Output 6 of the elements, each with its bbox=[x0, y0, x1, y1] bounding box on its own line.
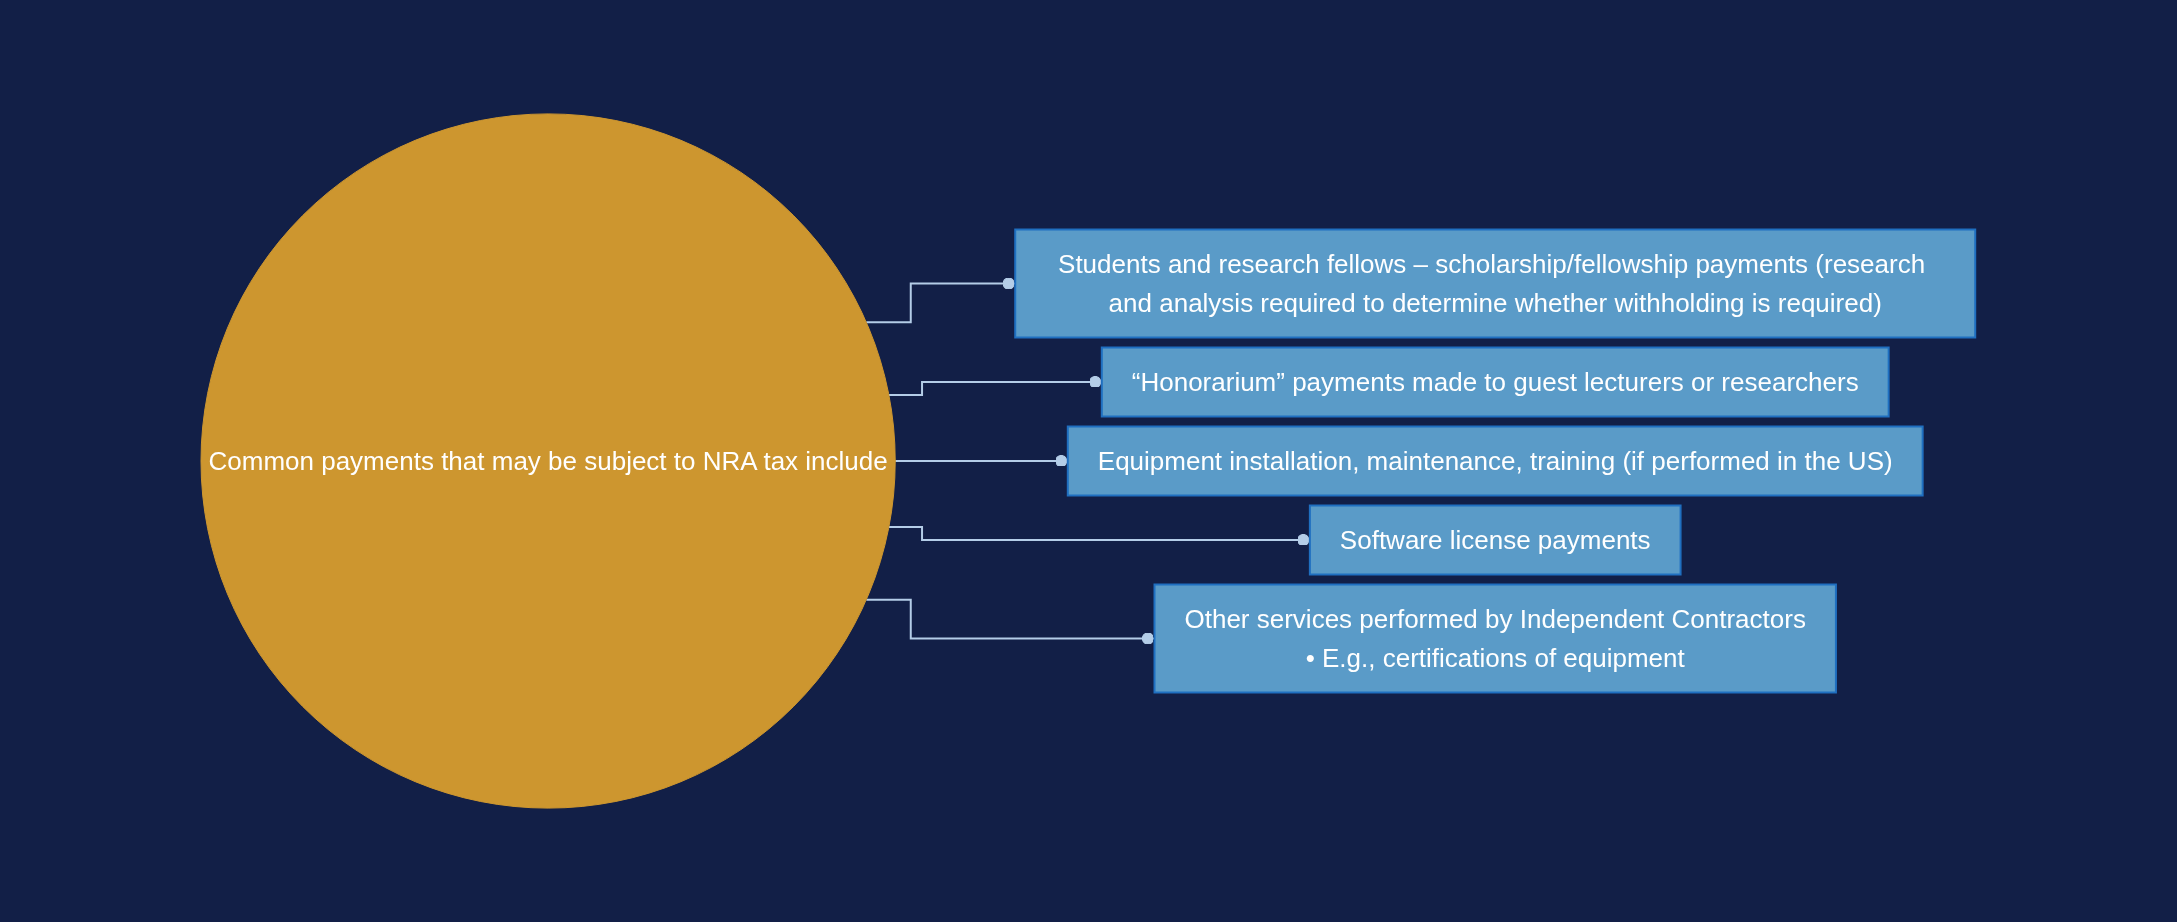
node-box: Software license payments bbox=[1309, 504, 1682, 576]
node-box: Students and research fellows – scholarship/fellowship payments (research and analysis required to determine whether withholding is required) bbox=[1014, 228, 1977, 339]
node-circle: Common payments that may be subject to NRA tax include bbox=[200, 113, 897, 809]
node-box: “Honorarium” payments made to guest lecturers or researchers bbox=[1101, 346, 1891, 418]
node-box: Equipment installation, maintenance, training (if performed in the US) bbox=[1067, 425, 1925, 497]
node-box: Other services performed by Independent Contractors • E.g., certifications of equipment bbox=[1153, 583, 1838, 694]
